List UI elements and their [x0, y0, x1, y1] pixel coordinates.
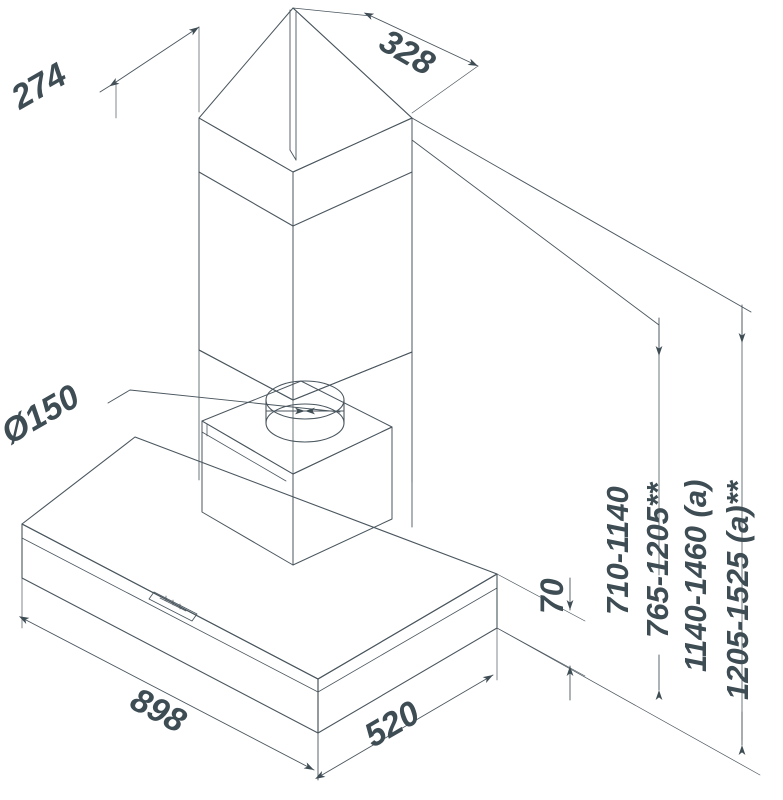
chimney-upper-section: [198, 7, 413, 401]
dimension-label-898: 898: [124, 681, 192, 741]
dimension-label-1205-1525: 1205-1525 (a)**: [720, 479, 755, 700]
dimension-label-520: 520: [358, 694, 426, 755]
dimension-label-328: 328: [373, 22, 441, 83]
duct-collar: [265, 380, 345, 443]
dimension-label-1140-1460: 1140-1460 (a): [678, 480, 713, 672]
dimension-label-70: 70: [534, 578, 570, 614]
dimension-height-ranges: [496, 304, 761, 776]
wall-reference-lines: [292, 7, 752, 528]
chimney-lower-section: [198, 349, 413, 531]
dimension-label-diameter: Ø150: [0, 377, 86, 452]
dimension-hood-width: [18, 523, 319, 781]
motor-housing: [201, 380, 393, 566]
hood-body: [21, 436, 498, 734]
dimension-chimney-depth: [99, 26, 200, 119]
dimension-label-710-1140: 710-1140: [600, 486, 635, 615]
dimension-label-765-1205: 765-1205**: [640, 481, 675, 638]
dimension-label-274: 274: [4, 56, 73, 118]
dimension-chimney-width: [292, 7, 479, 114]
dimension-duct-diameter: [107, 389, 345, 415]
dimension-hood-depth: [315, 627, 498, 781]
